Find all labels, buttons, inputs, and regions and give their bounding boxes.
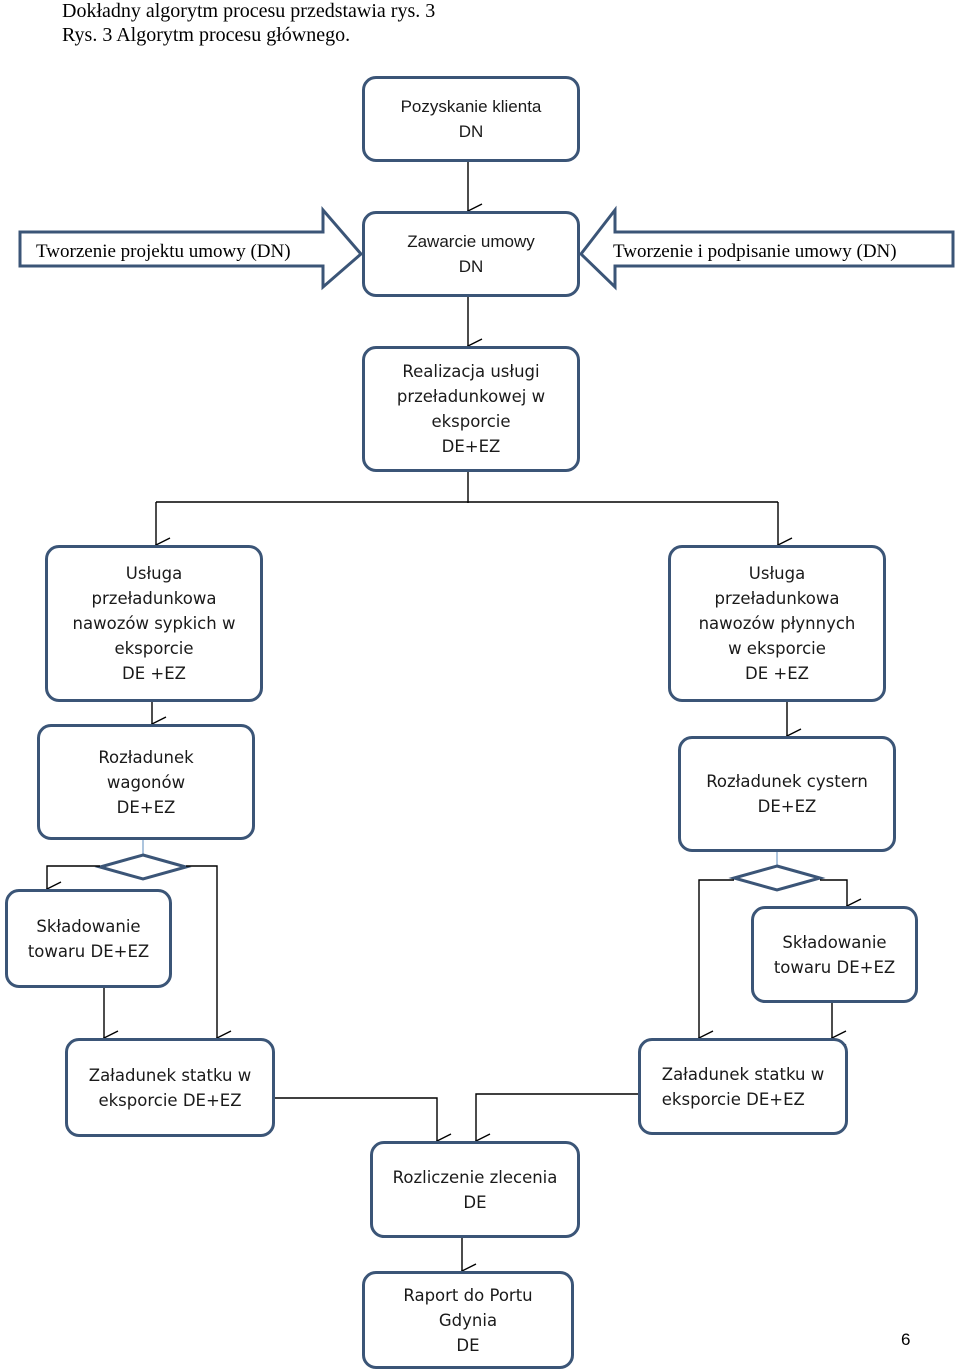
- arrow-left-load-settlement: [275, 1097, 437, 1141]
- left-block-arrow: [18, 205, 364, 291]
- intro-text: Dokładny algorytm procesu przedstawia ry…: [62, 0, 436, 22]
- left-decision-diamond: [94, 853, 192, 881]
- left-branch-b: [186, 865, 217, 1038]
- left-input-label: Tworzenie projektu umowy (DN): [36, 241, 291, 262]
- figure-caption: Rys. 3 Algorytm procesu głównego.: [62, 24, 351, 46]
- right-decision-diamond: [728, 864, 826, 892]
- arrow-right-load-settlement: [476, 1093, 638, 1141]
- page-number: 6: [901, 1330, 911, 1349]
- right-input-label: Tworzenie i podpisanie umowy (DN): [613, 241, 897, 262]
- right-branch-a: [699, 879, 734, 1038]
- right-block-arrow: [578, 205, 955, 291]
- left-branch-a: [47, 865, 100, 889]
- right-branch-b: [820, 879, 847, 906]
